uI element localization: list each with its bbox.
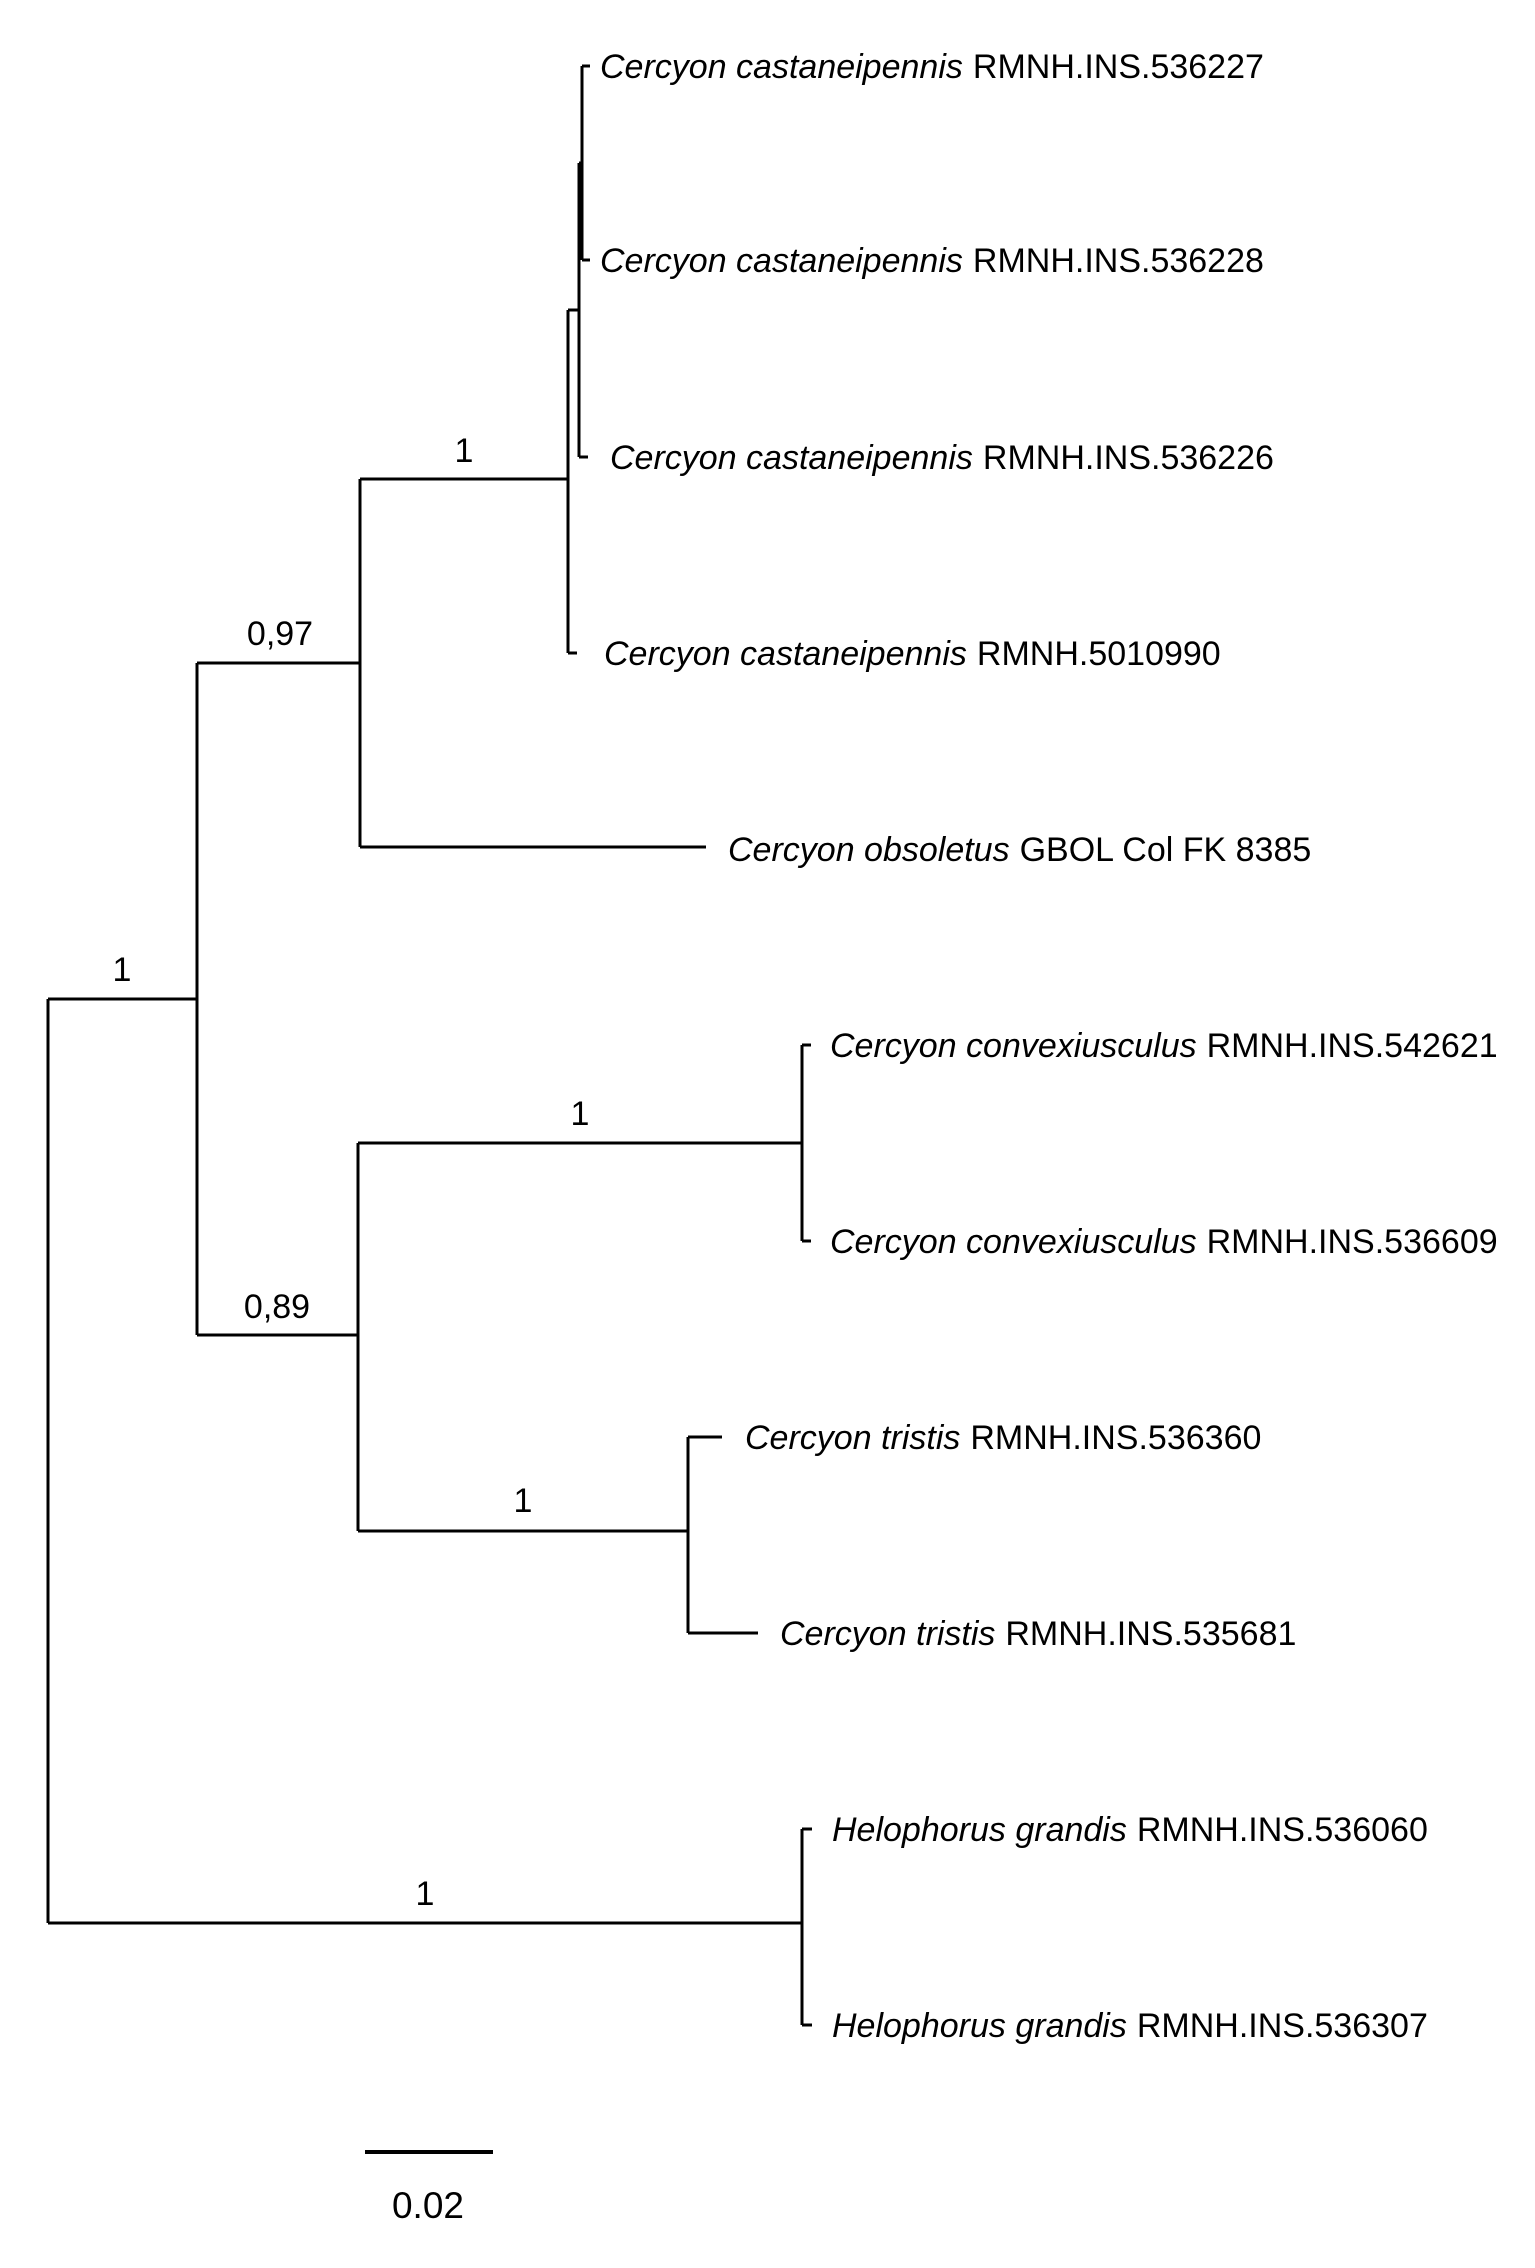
taxon-label: Cercyon castaneipennis RMNH.INS.536226 bbox=[610, 439, 1274, 477]
taxon-specimen-code: GBOL Col FK 8385 bbox=[1020, 831, 1312, 869]
scale-bar-label: 0.02 bbox=[392, 2185, 464, 2226]
support-value-castaneipennis-plus-obsoletus: 0,97 bbox=[247, 615, 313, 653]
taxon-label: Cercyon tristis RMNH.INS.536360 bbox=[745, 1419, 1261, 1457]
taxon-species-name: Cercyon tristis bbox=[780, 1615, 995, 1653]
taxon-species-name: Cercyon castaneipennis bbox=[600, 48, 963, 86]
support-value-convexiusculus-pair: 1 bbox=[571, 1095, 590, 1133]
taxon-species-name: Cercyon convexiusculus bbox=[830, 1223, 1197, 1261]
scale-bar: 0.02 bbox=[365, 2150, 493, 2226]
support-value-cercyon-clade: 1 bbox=[113, 951, 132, 989]
support-values: 1 0,97 1 0,89 1 1 1 bbox=[113, 432, 590, 1913]
taxon-label: Cercyon convexiusculus RMNH.INS.542621 bbox=[830, 1027, 1498, 1065]
taxon-species-name: Helophorus grandis bbox=[832, 2007, 1127, 2045]
taxon-specimen-code: RMNH.INS.536226 bbox=[983, 439, 1274, 477]
taxon-species-name: Cercyon tristis bbox=[745, 1419, 960, 1457]
support-value-convexiusculus-plus-tristis: 0,89 bbox=[244, 1288, 310, 1326]
taxon-label: Cercyon obsoletus GBOL Col FK 8385 bbox=[728, 831, 1311, 869]
tree-branches bbox=[46, 64, 812, 2027]
taxon-label: Helophorus grandis RMNH.INS.536307 bbox=[832, 2007, 1428, 2045]
taxon-label: Cercyon castaneipennis RMNH.INS.536227 bbox=[600, 48, 1264, 86]
taxon-species-name: Cercyon castaneipennis bbox=[600, 242, 963, 280]
taxon-specimen-code: RMNH.INS.536060 bbox=[1137, 1811, 1428, 1849]
taxon-specimen-code: RMNH.INS.536609 bbox=[1207, 1223, 1498, 1261]
taxon-specimen-code: RMNH.INS.536227 bbox=[973, 48, 1264, 86]
taxon-specimen-code: RMNH.5010990 bbox=[977, 635, 1221, 673]
taxon-specimen-code: RMNH.INS.536360 bbox=[970, 1419, 1261, 1457]
taxon-specimen-code: RMNH.INS.536228 bbox=[973, 242, 1264, 280]
taxon-specimen-code: RMNH.INS.535681 bbox=[1005, 1615, 1296, 1653]
taxon-species-name: Cercyon obsoletus bbox=[728, 831, 1010, 869]
taxon-specimen-code: RMNH.INS.542621 bbox=[1207, 1027, 1498, 1065]
taxon-species-name: Cercyon castaneipennis bbox=[610, 439, 973, 477]
taxon-label: Cercyon castaneipennis RMNH.5010990 bbox=[604, 635, 1221, 673]
taxon-label: Helophorus grandis RMNH.INS.536060 bbox=[832, 1811, 1428, 1849]
taxon-label: Cercyon castaneipennis RMNH.INS.536228 bbox=[600, 242, 1264, 280]
taxon-label: Cercyon tristis RMNH.INS.535681 bbox=[780, 1615, 1296, 1653]
support-value-helophorus-pair: 1 bbox=[416, 1875, 435, 1913]
taxon-specimen-code: RMNH.INS.536307 bbox=[1137, 2007, 1428, 2045]
support-value-castaneipennis-clade: 1 bbox=[455, 432, 474, 470]
taxon-species-name: Helophorus grandis bbox=[832, 1811, 1127, 1849]
taxon-species-name: Cercyon castaneipennis bbox=[604, 635, 967, 673]
support-value-tristis-pair: 1 bbox=[514, 1482, 533, 1520]
taxon-species-name: Cercyon convexiusculus bbox=[830, 1027, 1197, 1065]
taxon-label: Cercyon convexiusculus RMNH.INS.536609 bbox=[830, 1223, 1498, 1261]
